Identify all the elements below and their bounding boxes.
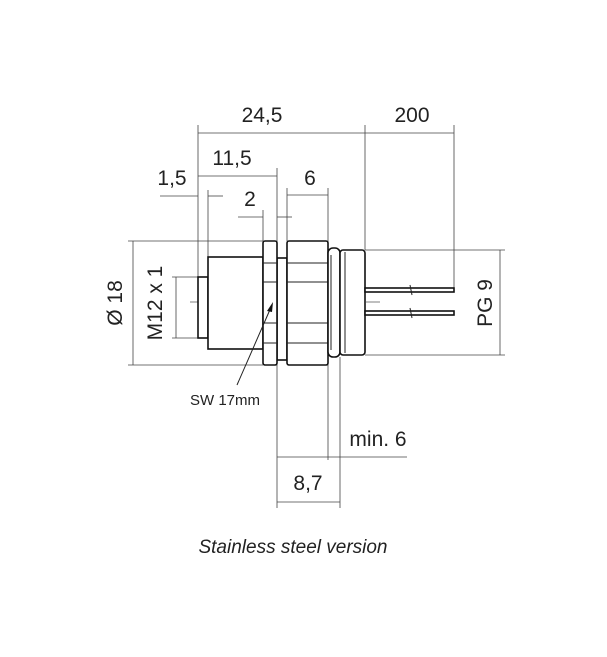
dim-rear-nut: 6 — [304, 167, 316, 190]
caption: Stainless steel version — [198, 537, 387, 558]
wrench-leader — [236, 304, 273, 386]
dim-offset: 1,5 — [157, 167, 186, 190]
dim-overall: 24,5 — [242, 104, 283, 127]
dim-gland: PG 9 — [474, 279, 497, 327]
dim-front: 11,5 — [212, 147, 251, 170]
dim-diameter: Ø 18 — [104, 280, 127, 326]
wrench-size: SW 17mm — [190, 392, 260, 409]
dimension-lines — [132, 132, 501, 503]
dim-panel-max: 8,7 — [293, 472, 322, 495]
leader-arrow — [267, 302, 273, 312]
dim-cable: 200 — [394, 104, 429, 127]
wires — [364, 284, 455, 319]
dim-min-panel: min. 6 — [349, 428, 406, 451]
dim-thread: M12 x 1 — [144, 266, 167, 341]
connector-body — [197, 240, 366, 366]
dim-nut: 2 — [244, 188, 256, 211]
